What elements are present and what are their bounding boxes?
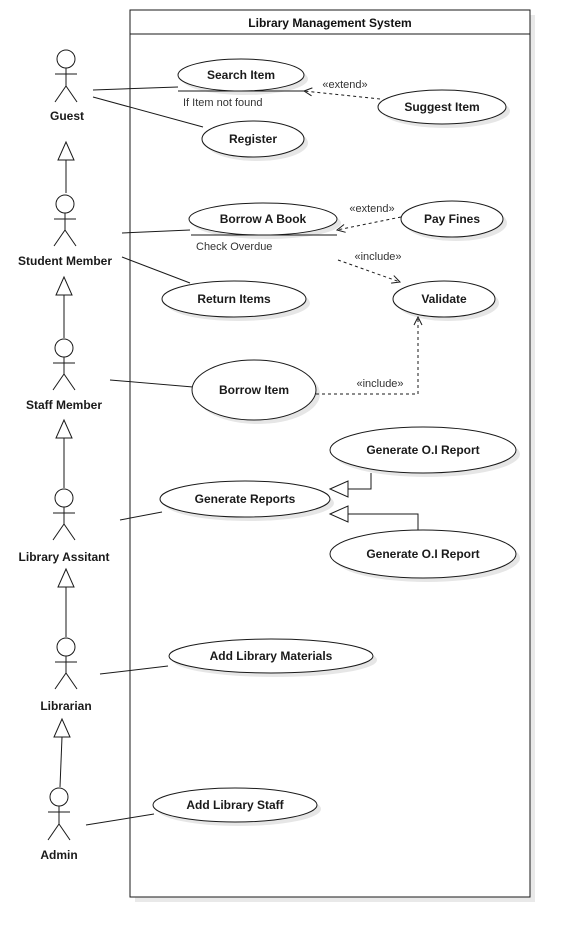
stick-figure-icon xyxy=(52,338,76,391)
use-case-generate-oi-report-top: Generate O.I Report xyxy=(329,426,520,477)
use-case-label-add-library-materials: Add Library Materials xyxy=(210,649,333,663)
use-case-label-search-item: Search Item xyxy=(207,68,275,82)
use-case-label-pay-fines: Pay Fines xyxy=(424,212,480,226)
use-case-add-library-staff: Add Library Staff xyxy=(152,787,321,826)
extension-point-search: If Item not found xyxy=(183,97,263,109)
extend-label-2: «extend» xyxy=(349,203,394,215)
associations xyxy=(85,86,204,826)
use-case-borrow-item: Borrow Item xyxy=(191,359,320,424)
extend-label-1: «extend» xyxy=(322,79,367,91)
use-case-pay-fines: Pay Fines xyxy=(400,200,507,241)
actor-label-student-member: Student Member xyxy=(18,254,112,268)
use-case-label-borrow-item: Borrow Item xyxy=(219,383,289,397)
use-case-label-generate-oi-report-bottom: Generate O.I Report xyxy=(366,547,479,561)
use-case-label-borrow-a-book: Borrow A Book xyxy=(220,212,307,226)
dependencies: «extend» «extend» «include» «include» xyxy=(304,79,418,395)
system-title: Library Management System xyxy=(248,16,411,30)
actor-student-member: Student Member xyxy=(18,194,112,268)
use-case-label-generate-reports: Generate Reports xyxy=(195,492,296,506)
actor-admin: Admin xyxy=(40,787,78,862)
report-generalizations xyxy=(328,473,419,530)
use-case-add-library-materials: Add Library Materials xyxy=(168,638,377,677)
use-case-generate-oi-report-bottom: Generate O.I Report xyxy=(329,529,520,582)
use-case-label-return-items: Return Items xyxy=(197,292,271,306)
use-case-generate-reports: Generate Reports xyxy=(159,480,334,521)
use-case-borrow-a-book: Borrow A Book Check Overdue xyxy=(188,202,341,253)
use-case-label-generate-oi-report-top: Generate O.I Report xyxy=(366,443,479,457)
actor-label-guest: Guest xyxy=(50,109,84,123)
actor-library-assistant: Library Assitant xyxy=(19,488,110,564)
stick-figure-icon xyxy=(54,637,78,690)
use-case-suggest-item: Suggest Item xyxy=(377,89,510,128)
use-case-register: Register xyxy=(201,120,308,161)
actor-guest: Guest xyxy=(50,49,84,123)
actor-staff-member: Staff Member xyxy=(26,338,102,412)
include-arrow-validate xyxy=(337,259,400,282)
use-case-search-item: Search Item If Item not found xyxy=(177,58,308,109)
use-case-label-validate: Validate xyxy=(421,292,467,306)
actor-librarian: Librarian xyxy=(40,637,92,713)
use-case-label-add-library-staff: Add Library Staff xyxy=(186,798,284,812)
stick-figure-icon xyxy=(47,787,71,841)
include-label-1: «include» xyxy=(354,251,401,263)
include-arrow-borrow-item xyxy=(316,317,418,395)
extension-point-borrow: Check Overdue xyxy=(196,241,272,253)
use-case-validate: Validate xyxy=(392,280,499,321)
include-label-2: «include» xyxy=(356,378,403,390)
stick-figure-icon xyxy=(53,194,77,247)
extend-arrow-suggest xyxy=(304,91,381,100)
actor-label-library-assistant: Library Assitant xyxy=(19,550,110,564)
actor-label-admin: Admin xyxy=(40,848,77,862)
actor-label-staff-member: Staff Member xyxy=(26,398,102,412)
stick-figure-icon xyxy=(52,488,76,541)
stick-figure-icon xyxy=(54,49,78,103)
use-case-label-suggest-item: Suggest Item xyxy=(404,100,479,114)
actor-label-librarian: Librarian xyxy=(40,699,91,713)
generalizations xyxy=(53,140,75,788)
use-case-return-items: Return Items xyxy=(161,280,310,321)
extend-arrow-pay-fines xyxy=(337,216,402,230)
use-case-label-register: Register xyxy=(229,132,277,146)
